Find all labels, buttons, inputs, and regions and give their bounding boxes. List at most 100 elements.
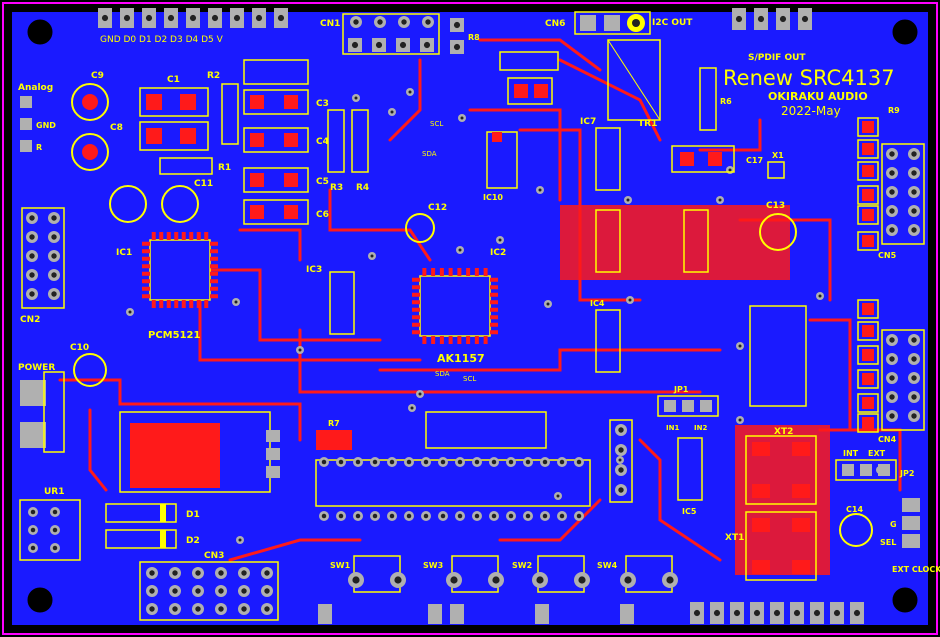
via: [626, 296, 634, 304]
ic2-label: IC2: [490, 248, 506, 258]
pin-pad: [350, 16, 362, 28]
pin-pad: [850, 602, 864, 624]
resistor-r1[interactable]: [159, 157, 213, 175]
ext-clock-label: EXT CLOCK: [892, 565, 940, 574]
power-jack[interactable]: [20, 371, 65, 453]
cn2-header[interactable]: [21, 207, 65, 309]
bottom-right-pins[interactable]: [690, 602, 864, 624]
transformer-tr1[interactable]: [607, 39, 661, 121]
ic5-chip[interactable]: [677, 437, 703, 501]
pin-pad: [523, 457, 533, 467]
cap-c12[interactable]: [405, 213, 435, 243]
power-label: POWER: [18, 363, 55, 373]
sda-label-bottom: SDA: [435, 370, 450, 378]
pin-pad: [238, 603, 250, 615]
top-pin-header[interactable]: [98, 8, 288, 28]
c5-label: C5: [316, 177, 329, 187]
diode-d1[interactable]: [105, 503, 177, 523]
cap-c17[interactable]: [671, 145, 735, 173]
cap-c14[interactable]: [839, 513, 873, 547]
tact-switch[interactable]: [446, 555, 504, 593]
jp1-jumper[interactable]: [657, 395, 719, 417]
pin-pad: [908, 410, 920, 422]
cn5-header[interactable]: [881, 143, 925, 245]
ur1-regulator[interactable]: [19, 499, 81, 561]
cap-c9[interactable]: [71, 83, 109, 121]
diode-d2[interactable]: [105, 529, 177, 549]
capacitor-stack[interactable]: [243, 59, 309, 225]
switch-row[interactable]: [348, 555, 678, 593]
ic4-chip[interactable]: [595, 309, 621, 373]
scl-label: SCL: [430, 120, 443, 128]
ic7-chip[interactable]: [595, 127, 621, 191]
c4-label: C4: [316, 137, 329, 147]
cn7-vertical-header[interactable]: [609, 419, 633, 503]
pin-pad: [238, 567, 250, 579]
crystal-xt2[interactable]: [745, 435, 817, 505]
ext-clock-pads[interactable]: [902, 498, 920, 548]
via: [554, 492, 562, 500]
tact-switch[interactable]: [532, 555, 590, 593]
ic11-header[interactable]: [749, 305, 807, 407]
pin-pad: [615, 484, 627, 496]
long-header[interactable]: [315, 457, 591, 521]
dip-chip-b[interactable]: [683, 209, 709, 273]
crystal-xt1[interactable]: [745, 511, 817, 581]
resistor-array[interactable]: [316, 411, 547, 450]
cn5-label: CN5: [878, 251, 897, 260]
pin-pad: [886, 186, 898, 198]
via: [616, 456, 624, 464]
cap-c10[interactable]: [73, 353, 107, 387]
ic10-label: IC10: [483, 193, 503, 202]
tact-switch[interactable]: [348, 555, 406, 593]
ic1-pcm-chip[interactable]: [142, 232, 218, 308]
resistor-r4[interactable]: [351, 109, 369, 173]
via: [736, 416, 744, 424]
pin-pad: [810, 602, 824, 624]
cap-c13[interactable]: [759, 213, 797, 251]
via: [368, 252, 376, 260]
jp2-jumper[interactable]: [835, 459, 897, 481]
right-resistor-column[interactable]: [857, 117, 879, 433]
cn1-header[interactable]: [342, 13, 464, 55]
bottom-single-pins[interactable]: [318, 604, 634, 624]
dip-chip-a[interactable]: [595, 209, 621, 273]
pin-pad: [908, 148, 920, 160]
cn4-header[interactable]: [881, 329, 925, 431]
switch-pad: [620, 572, 636, 588]
ic1-label: IC1: [116, 248, 132, 258]
cap-c1[interactable]: [139, 87, 209, 117]
pin-pad: [886, 334, 898, 346]
resistor-r2[interactable]: [221, 83, 239, 145]
cap-c8[interactable]: [71, 133, 109, 171]
pin-pad: [348, 38, 362, 52]
pin-pad: [421, 511, 431, 521]
d1-label: D1: [186, 510, 200, 520]
pin-pad: [908, 186, 920, 198]
analog-pads[interactable]: [20, 96, 32, 152]
pin-pad: [169, 585, 181, 597]
cap-c11[interactable]: [109, 185, 199, 223]
pin-pad: [489, 457, 499, 467]
resistor-r6[interactable]: [699, 67, 717, 131]
tact-switch[interactable]: [620, 555, 678, 593]
copper-pours: [130, 205, 830, 575]
pin-pad: [238, 585, 250, 597]
pin-pad: [48, 250, 60, 262]
pin-pad: [776, 8, 790, 30]
resistor-r5[interactable]: [499, 51, 559, 105]
c13-label: C13: [766, 201, 785, 211]
crystal-x1[interactable]: [767, 161, 785, 179]
ic10-chip[interactable]: [486, 131, 518, 189]
cn6-header[interactable]: [574, 11, 651, 35]
pin-pad: [374, 16, 386, 28]
cap-c2[interactable]: [139, 121, 209, 151]
pin-pad: [422, 16, 434, 28]
ic2-ak-chip[interactable]: [412, 268, 498, 344]
spdif-out-header[interactable]: [732, 8, 812, 30]
via: [296, 346, 304, 354]
cn3-header[interactable]: [139, 561, 279, 621]
ic3-chip[interactable]: [329, 271, 355, 335]
resistor-r3[interactable]: [327, 109, 345, 173]
pin-pad: [754, 8, 768, 30]
